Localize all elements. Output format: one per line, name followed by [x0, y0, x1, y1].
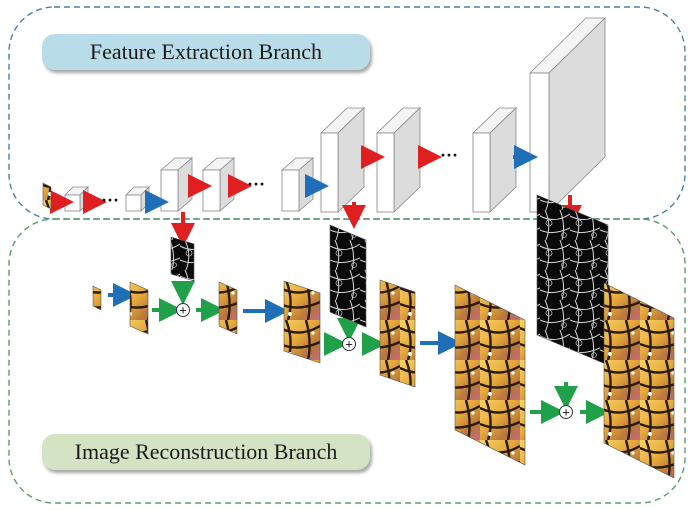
- image-layer: [42, 182, 675, 479]
- upsampled-image-3: [454, 284, 526, 466]
- sum-node-icon: [559, 405, 573, 419]
- reconstructed-image-3: [603, 282, 675, 479]
- block-front: [125, 194, 142, 212]
- sum-node-icon: [342, 337, 356, 351]
- upsampled-image-1: [129, 281, 149, 335]
- block-front: [320, 132, 339, 213]
- residual-map-2: [329, 224, 367, 328]
- sum-symbol: +: [179, 303, 187, 318]
- residual-map-1: [170, 236, 195, 282]
- input-image-small: [42, 182, 52, 210]
- block-front: [281, 169, 300, 212]
- conv-block: [159, 157, 194, 212]
- block-front: [376, 132, 395, 213]
- conv-block: [472, 107, 517, 213]
- block-front: [64, 194, 81, 212]
- sum-symbol: +: [562, 405, 570, 420]
- lr-image-1: [92, 285, 102, 311]
- conv-block: [320, 107, 365, 213]
- sum-symbol: +: [345, 337, 353, 352]
- conv-block: [201, 157, 236, 212]
- upsampled-image-2: [283, 280, 321, 364]
- ellipsis-text: ···: [440, 145, 458, 165]
- block-front: [160, 169, 179, 212]
- conv-block: [64, 186, 89, 212]
- residual-map-3: [536, 194, 609, 366]
- block-front: [202, 169, 221, 212]
- image-reconstruction-label: Image Reconstruction Branch: [42, 434, 370, 470]
- ellipsis-text: ···: [247, 174, 265, 194]
- conv-block: [376, 107, 421, 213]
- ellipsis-text: ···: [101, 190, 119, 210]
- sum-node-icon: [176, 303, 190, 317]
- reconstructed-image-2: [379, 279, 416, 388]
- block-front: [529, 72, 550, 213]
- conv-block: [529, 17, 606, 213]
- block-front: [472, 132, 491, 213]
- reconstructed-image-1: [218, 281, 238, 335]
- feature-extraction-label: Feature Extraction Branch: [42, 34, 370, 70]
- text-layer: ··· ··· ··· + + +: [101, 145, 573, 420]
- conv-block: [125, 186, 150, 212]
